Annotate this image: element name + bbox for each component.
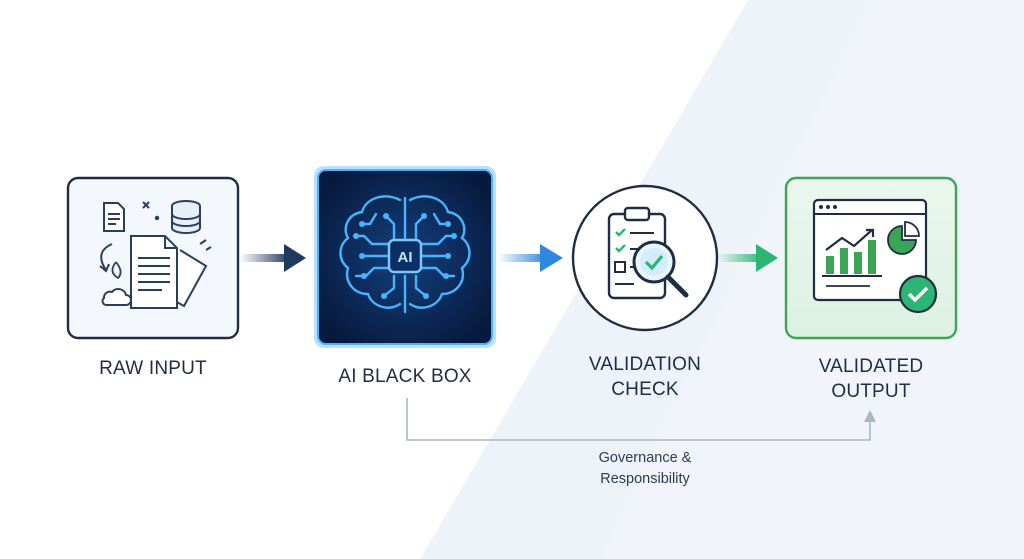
validation-check-circle	[571, 184, 719, 332]
database-icon	[171, 200, 201, 234]
ai-black-box: AI	[314, 166, 496, 348]
validation-check-label: VALIDATION CHECK	[555, 352, 735, 402]
check-badge-icon	[898, 274, 938, 314]
validation-check-label-line1: VALIDATION	[588, 354, 702, 375]
governance-caption: Governance & Responsibility	[545, 448, 745, 490]
governance-connector	[406, 398, 876, 441]
clipboard-magnifier-icon	[607, 206, 689, 300]
document-icon	[103, 202, 125, 232]
raw-input-box	[66, 176, 240, 340]
validated-output-label-line2: OUTPUT	[831, 381, 911, 402]
ai-chip	[387, 238, 423, 274]
validated-output-label: VALIDATED OUTPUT	[786, 354, 956, 404]
validated-output-box	[784, 176, 958, 340]
raw-input-label: RAW INPUT	[99, 358, 207, 379]
arrow-validation-to-output	[718, 244, 778, 272]
cloud-icon	[101, 288, 132, 306]
validation-check-label-line2: CHECK	[611, 379, 679, 400]
governance-caption-line1: Governance &	[598, 450, 692, 466]
validated-output-label-line1: VALIDATED	[818, 356, 924, 377]
dashboard-chart-icon	[812, 198, 938, 314]
ai-black-box-label: AI BLACK BOX	[338, 366, 472, 387]
ai-chip-text: AI	[398, 249, 413, 266]
arrow-raw-to-ai	[240, 244, 306, 272]
governance-caption-line2: Responsibility	[600, 471, 690, 487]
loop-arrow-icon	[100, 243, 113, 271]
main-document-icon	[130, 235, 208, 309]
arrow-ai-to-validation	[498, 244, 563, 272]
